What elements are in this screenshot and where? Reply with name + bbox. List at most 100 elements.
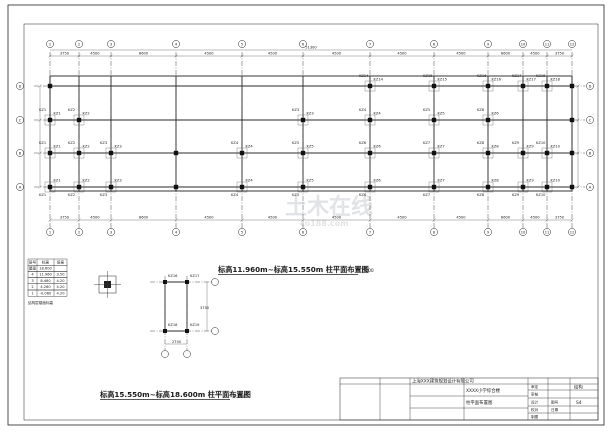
column-outline [482, 147, 494, 159]
dim-top-value: 4500 [204, 52, 214, 56]
column-tag-secondary: KZ2 [68, 141, 75, 145]
column-tag-secondary: KZ2 [68, 108, 75, 112]
axis-bubble-label: 12 [570, 42, 575, 46]
axis-bubble [75, 40, 83, 48]
dim-bottom-value: 4500 [456, 216, 466, 220]
column-outline [428, 181, 440, 193]
column-tag: KZ6 [374, 179, 382, 183]
watermark-subtext: co188.com [300, 219, 349, 228]
column-section [544, 184, 550, 190]
column-tag: KZ7 [438, 179, 445, 183]
axis-bubble [46, 228, 54, 236]
column-tag: KZ10 [551, 145, 561, 149]
column-section [173, 184, 179, 190]
column-tag-secondary: KZ16 [477, 74, 487, 78]
column-outline [517, 147, 529, 159]
level-table-caption: 结构层楼面标高 [28, 300, 54, 305]
column-tag-secondary: KZ9 [512, 193, 520, 197]
dim-bottom-tick [301, 218, 305, 222]
dim-top-tick [432, 54, 436, 58]
dim-total-value: 51300 [305, 46, 317, 50]
small-plan-tag: KZ18 [168, 323, 178, 327]
building-outline [49, 75, 573, 192]
small-plan-column [185, 329, 189, 333]
small-plan-bubble [183, 350, 191, 358]
dim-bottom-value: 6600 [139, 216, 149, 220]
dim-top-value: 3750 [60, 52, 70, 56]
column-tag-secondary: KZ5 [292, 193, 299, 197]
level-table-cell: 11.960 [39, 273, 52, 277]
level-table-cell: 3.50 [56, 273, 65, 277]
column-tag-secondary: KZ3 [100, 141, 107, 145]
axis-bubble [107, 40, 115, 48]
column-tag: KZ2 [83, 112, 90, 116]
column-outline [297, 181, 309, 193]
column-tag: KZ4 [246, 145, 254, 149]
column-section [300, 184, 306, 190]
column-section [47, 83, 53, 89]
column-outline [541, 80, 553, 92]
column-tag-secondary: KZ17 [512, 74, 521, 78]
column-tag-secondary: KZ15 [423, 74, 432, 78]
column-tag: KZ2 [83, 179, 90, 183]
tb-label: 审定 [531, 384, 539, 389]
tb-label: 审核 [531, 392, 539, 397]
column-section [76, 184, 82, 190]
column-section [431, 83, 437, 89]
column-tag: KZ1 [54, 179, 61, 183]
column-outline [44, 181, 56, 193]
column-outline [428, 80, 440, 92]
small-plan-bubble [161, 350, 169, 358]
dim-bottom-value: 4500 [268, 216, 278, 220]
column-section [173, 150, 179, 156]
column-tag: KZ3 [115, 179, 122, 183]
axis-bubble [543, 228, 551, 236]
dim-bottom-value: 4500 [332, 216, 342, 220]
column-outline [364, 181, 376, 193]
column-tag: KZ3 [307, 112, 314, 116]
dim-side-tick [38, 151, 42, 155]
dim-bottom-tick [570, 218, 574, 222]
axis-bubble-label: 9 [487, 42, 490, 46]
dim-top-value: 3750 [555, 52, 565, 56]
column-outline [517, 181, 529, 193]
dim-top-tick [545, 54, 549, 58]
dim-top-tick [368, 54, 372, 58]
axis-bubble [519, 228, 527, 236]
column-tag-secondary: KZ1 [39, 193, 46, 197]
column-outline [541, 147, 553, 159]
column-tag-secondary: KZ6 [359, 141, 367, 145]
dim-bottom-tick [109, 218, 113, 222]
dim-top-value: 6600 [501, 52, 511, 56]
axis-bubble [484, 40, 492, 48]
level-table-cell: 4.20 [56, 285, 65, 289]
axis-bubble [16, 183, 24, 191]
small-plan-tag: KZ17 [190, 274, 199, 278]
column-outline [482, 181, 494, 193]
axis-bubble-label: 3 [110, 42, 112, 46]
small-plan-tag: KZ19 [190, 323, 200, 327]
column-tag-secondary: KZ3 [100, 193, 107, 197]
level-table-cell: 4.20 [56, 279, 65, 283]
axis-bubble [16, 116, 24, 124]
column-section [544, 83, 550, 89]
small-plan-tag: KZ16 [168, 274, 178, 278]
dim-top-value: 4500 [456, 52, 466, 56]
dim-top-value: 4500 [397, 52, 407, 56]
axis-bubble [75, 228, 83, 236]
dim-bottom-tick [48, 218, 52, 222]
column-section [569, 184, 575, 190]
axis-bubble [172, 40, 180, 48]
inner-border [23, 23, 599, 421]
drawing-name: 柱平面布置图 [466, 399, 493, 406]
axis-bubble-label: D [589, 84, 592, 88]
column-section [569, 117, 575, 123]
column-tag-secondary: KZ9 [512, 141, 520, 145]
column-section [520, 83, 526, 89]
title-block: 上海XXX建筑规划设计有限公司 XXXX小学综合楼 柱平面布置图 审定 审核 设… [339, 378, 599, 421]
column-tag: KZ18 [551, 78, 561, 82]
dim-side-tick [576, 84, 580, 88]
column-tag: KZ4 [374, 112, 382, 116]
